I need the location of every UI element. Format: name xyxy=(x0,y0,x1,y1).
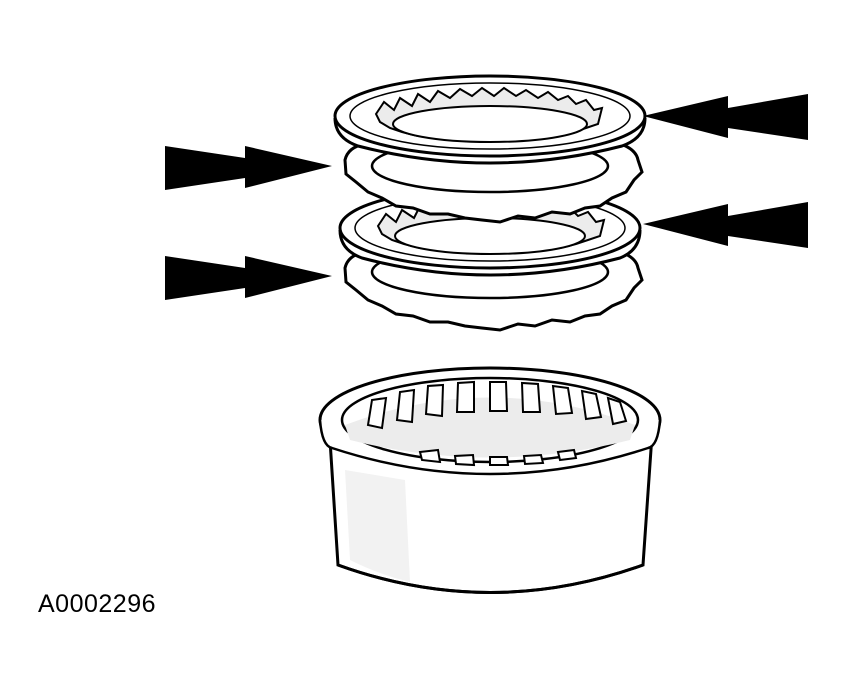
arrow-left-upper xyxy=(643,94,808,140)
arrow-left-upper-icon xyxy=(643,94,808,140)
drum-bottom-edge xyxy=(337,563,644,594)
arrow-right-upper xyxy=(165,146,332,190)
drum-body-shade xyxy=(345,470,410,582)
arrow-right-lower xyxy=(165,256,332,300)
clutch-drum xyxy=(318,366,662,594)
friction-plate-lower-bore xyxy=(394,217,586,255)
drum-internal-splines xyxy=(366,380,628,430)
drum-lower-splines xyxy=(418,448,578,467)
figure-id-label: A0002296 xyxy=(38,590,157,618)
friction-plate-upper-bore xyxy=(392,105,588,143)
arrow-right-upper-icon xyxy=(165,146,332,190)
arrow-left-lower xyxy=(643,202,808,248)
friction-plate-upper-facing xyxy=(349,82,631,150)
arrow-left-lower-icon xyxy=(643,202,808,248)
friction-plate-upper xyxy=(333,74,647,165)
arrow-right-lower-icon xyxy=(165,256,332,300)
